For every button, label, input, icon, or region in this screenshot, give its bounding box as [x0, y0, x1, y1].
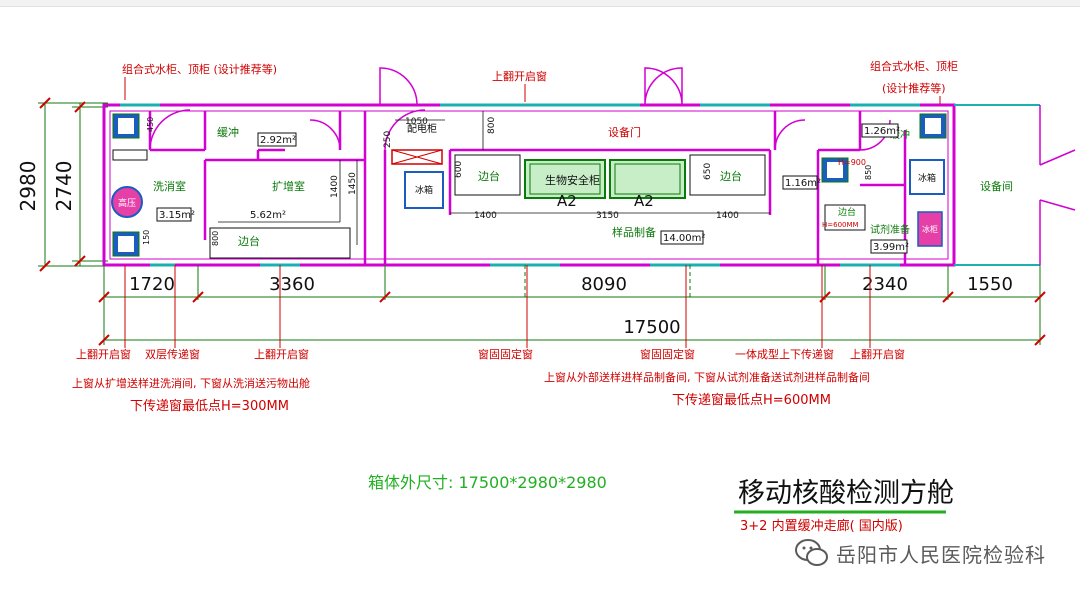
area-4: 14.00m²: [663, 233, 705, 244]
label-bench-h2: H=600MM: [822, 221, 859, 229]
freezer-label: 冰柜: [922, 224, 938, 234]
dim-seg3: 8090: [581, 274, 627, 295]
note-bottom-7: 上翻开启窗: [850, 347, 905, 361]
bench-4: [824, 204, 866, 231]
room-buffer-left: 缓冲: [217, 125, 239, 139]
freezer-cabinet: 冰柜: [917, 211, 943, 247]
outer-size: 箱体外尺寸: 17500*2980*2980: [368, 473, 607, 492]
note-bottom-2: 双层传递窗: [145, 347, 200, 361]
fridge-left-label: 冰箱: [415, 184, 433, 196]
area-1: 2.92m²: [260, 135, 296, 146]
sink-left-top: [112, 113, 140, 139]
note-bottom-3: 上翻开启窗: [254, 347, 309, 361]
note-bottom-6: 一体成型上下传递窗: [735, 347, 834, 361]
dim-600: 600: [454, 161, 464, 178]
desc-left-1: 上窗从扩增送样进洗消间, 下窗从洗消送污物出舱: [72, 376, 310, 390]
note-bottom-4: 窗固固定窗: [478, 347, 533, 361]
dim-1450: 1450: [348, 172, 358, 195]
top-window-strip: [0, 0, 1080, 7]
bench-2: [689, 154, 766, 196]
label-bench-1: 边台: [478, 169, 500, 183]
dim-800-b: 800: [211, 231, 220, 246]
sink-left-bottom: [112, 231, 140, 257]
note-top-left: 组合式水柜、顶柜 (设计推荐等): [122, 62, 277, 76]
dim-seg1: 1720: [129, 274, 175, 295]
dim-seg2: 3360: [269, 274, 315, 295]
dim-250: 250: [383, 131, 393, 148]
dim-450: 450: [146, 117, 155, 132]
sink-right-mid: [821, 157, 849, 183]
internal-dim-lines: [218, 111, 770, 245]
label-a2-left: A2: [557, 192, 577, 210]
internal-walls: [148, 111, 907, 265]
desc-right-1: 上窗从外部送样进样品制备间, 下窗从试剂准备送试剂进样品制备间: [544, 370, 870, 384]
desc-left-2: 下传递窗最低点H=300MM: [130, 398, 289, 414]
label-bench-4: 边台: [838, 206, 856, 218]
dim-total: 17500: [623, 317, 680, 338]
dim-seg4: 2340: [862, 274, 908, 295]
dim-1400-v: 1400: [330, 175, 340, 198]
dim-800: 800: [487, 117, 497, 134]
dim-850: 850: [864, 165, 873, 180]
area-7: 3.99m²: [873, 242, 909, 253]
autoclave-label: 高压: [118, 197, 136, 209]
bottom-leaders: [124, 265, 871, 348]
label-bench-3: 边台: [238, 234, 260, 248]
watermark: 岳阳市人民医院检验科: [794, 538, 1046, 568]
note-top-right-1: 组合式水柜、顶柜: [870, 59, 958, 73]
room-reagent-prep: 试剂准备: [870, 223, 910, 236]
desc-right-2: 下传递窗最低点H=600MM: [672, 392, 831, 408]
drawing-subtitle: 3+2 内置缓冲走廊( 国内版): [740, 518, 903, 534]
door-swings: [149, 67, 1076, 265]
area-5: 1.16m²: [785, 178, 821, 189]
power-cabinet: [391, 149, 443, 165]
note-bottom-5: 窗固固定窗: [640, 347, 695, 361]
note-top-right-2: (设计推荐等): [882, 81, 946, 95]
biosafety-cabinet-left: [524, 159, 606, 199]
bench-3: [209, 227, 351, 259]
area-2: 3.15m²: [159, 210, 195, 221]
autoclave: 高压: [111, 186, 143, 218]
dim-height-outer: 2980: [16, 161, 40, 212]
fridge-right-label: 冰箱: [918, 172, 936, 184]
biosafety-cabinet-right: [609, 159, 686, 199]
room-sample-prep: 样品制备: [612, 225, 656, 239]
watermark-text: 岳阳市人民医院检验科: [836, 542, 1046, 567]
note-bottom-1: 上翻开启窗: [76, 347, 131, 361]
area-tags: 2.92m² 3.15m² 5.62m² 14.00m² 1.16m² 1.26…: [156, 123, 909, 254]
dim-1400-a: 1400: [474, 211, 497, 221]
vertical-dimensions: [38, 97, 108, 272]
dim-1050: 1050: [405, 117, 428, 127]
label-a2-right: A2: [634, 192, 654, 210]
dim-1400-b: 1400: [716, 211, 739, 221]
wechat-icon: [795, 539, 828, 566]
dimension-ticks: [98, 291, 1046, 346]
label-bench-2: 边台: [720, 169, 742, 183]
drawing-title: 移动核酸检测方舱: [738, 478, 954, 509]
label-bench-h: H=900: [838, 158, 866, 167]
area-6: 1.26m²: [864, 126, 900, 137]
dim-150: 150: [142, 230, 151, 245]
bench-1: [454, 154, 521, 196]
label-bsc: 生物安全柜: [545, 173, 600, 187]
room-equipment: 设备间: [980, 179, 1013, 193]
dim-height-inner: 2740: [52, 161, 76, 212]
label-equip-door: 设备门: [608, 125, 641, 139]
counter-left: [112, 149, 148, 161]
dim-3150: 3150: [596, 211, 619, 221]
note-top-center: 上翻开启窗: [492, 69, 547, 83]
fridge-right: 冰箱: [909, 159, 945, 195]
area-3: 5.62m²: [250, 210, 286, 221]
fridge-left: 冰箱: [404, 171, 444, 209]
sink-right-top: [919, 113, 947, 139]
dim-seg5: 1550: [967, 274, 1013, 295]
dim-650: 650: [703, 163, 713, 180]
room-expand: 扩增室: [272, 179, 305, 193]
room-wash: 洗消室: [153, 179, 186, 193]
label-power-cabinet: 配电柜: [407, 122, 437, 135]
horizontal-dimensions: [103, 265, 1041, 345]
